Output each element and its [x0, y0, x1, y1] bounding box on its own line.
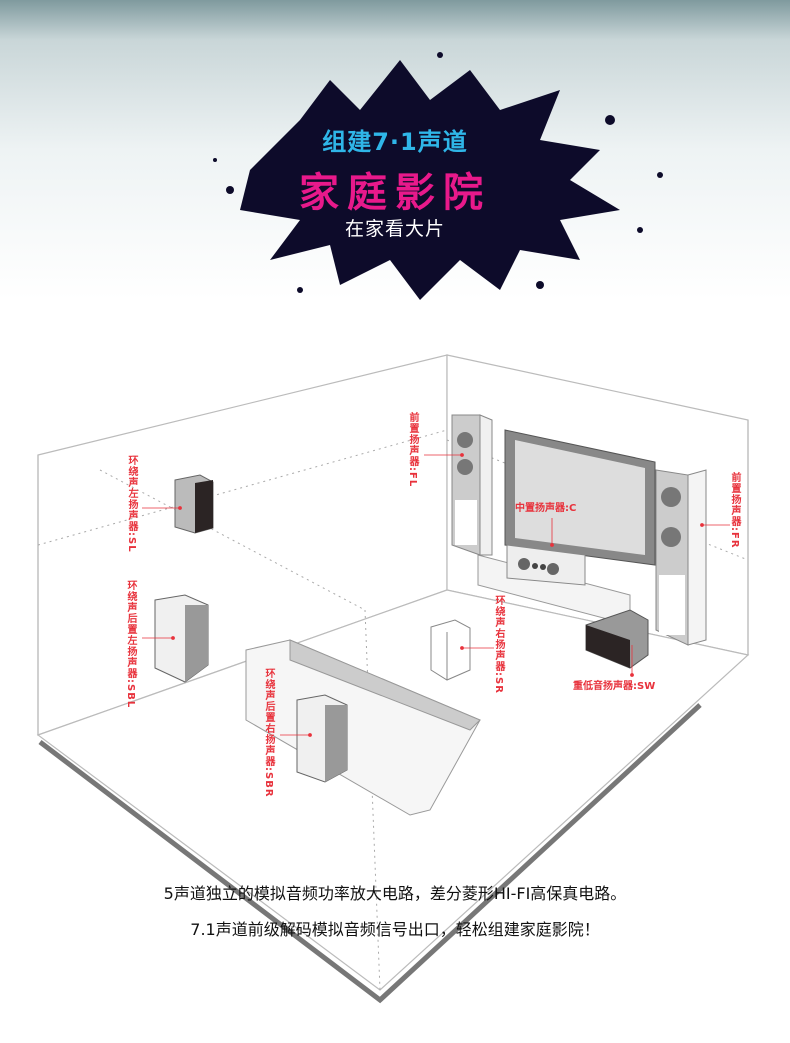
caption-line-2: 7.1声道前级解码模拟音频信号出口，轻松组建家庭影院！ — [190, 920, 600, 939]
sofa — [245, 639, 481, 816]
ink-splash — [213, 52, 663, 300]
label-sl: 环绕声左扬声器:SL — [126, 455, 137, 553]
hero-title: 家庭影院 — [299, 170, 491, 216]
tv — [504, 429, 656, 566]
front-right-speaker — [655, 469, 707, 646]
surround-left-speaker — [174, 474, 214, 534]
surround-back-right-speaker — [296, 694, 348, 783]
hero-tagline: 在家看大片 — [344, 218, 445, 240]
label-fl: 前置扬声器:FL — [407, 412, 418, 488]
center-speaker — [506, 544, 586, 586]
caption-line-1: 5声道独立的模拟音频功率放大电路，差分菱形HI-FI高保真电路。 — [163, 884, 627, 903]
surround-back-left-speaker — [154, 594, 209, 683]
label-sbr: 环绕声后置右扬声器:SBR — [263, 668, 274, 798]
label-sbl: 环绕声后置左扬声器:SBL — [125, 580, 136, 709]
surround-right-speaker — [430, 619, 471, 681]
front-left-speaker — [451, 414, 493, 556]
label-sw: 重低音扬声器:SW — [573, 681, 656, 692]
label-c: 中置扬声器:C — [515, 503, 577, 514]
label-sr: 环绕声右扬声器:SR — [493, 595, 504, 694]
label-fr: 前置扬声器:FR — [729, 472, 740, 549]
hero-subtitle: 组建7·1声道 — [322, 128, 468, 156]
floor-edge — [38, 703, 702, 1004]
subwoofer — [585, 609, 649, 669]
